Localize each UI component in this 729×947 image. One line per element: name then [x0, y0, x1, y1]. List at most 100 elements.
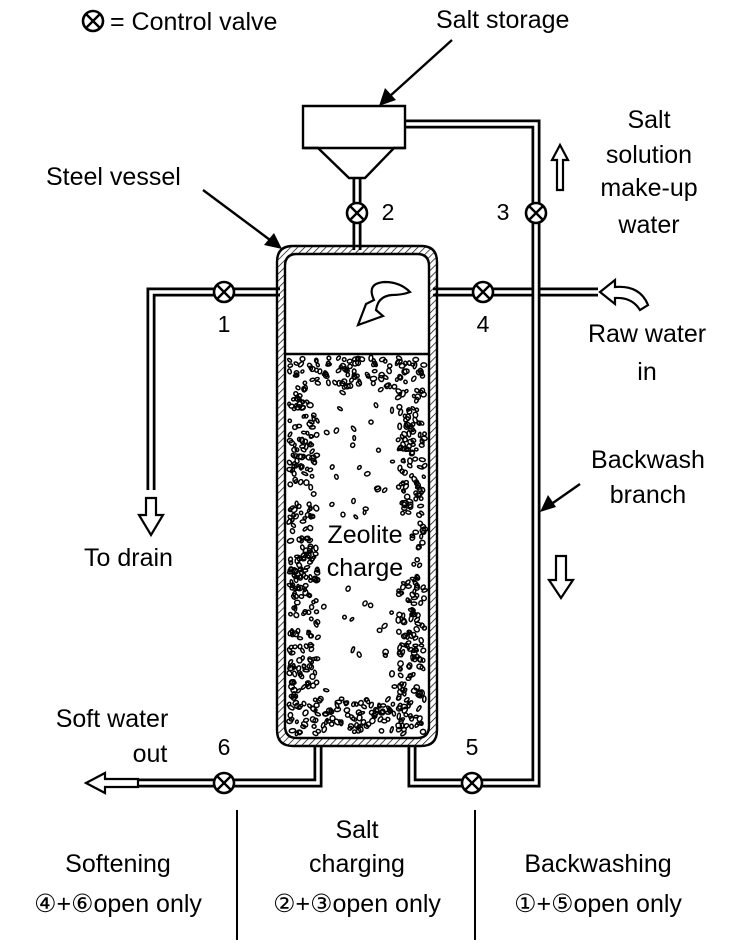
zeolite-pebble	[302, 380, 308, 386]
zeolite-pebble	[286, 647, 293, 655]
zeolite-pebble	[307, 593, 313, 599]
zeolite-pebble	[302, 587, 308, 593]
zeolite-pebble	[375, 447, 382, 453]
zeolite-pebble	[308, 616, 314, 622]
raw-water-label-1: Raw water	[588, 320, 706, 348]
zeolite-pebble	[314, 380, 322, 386]
zeolite-pebble	[364, 371, 371, 378]
zeolite-pebble	[303, 479, 310, 487]
zeolite-pebble	[414, 621, 422, 627]
zeolite-pebble	[314, 618, 321, 626]
valve-6-number: 6	[218, 734, 231, 760]
zeolite-pebble	[306, 629, 312, 634]
zeolite-pebble	[321, 725, 328, 734]
zeolite-pebble	[415, 545, 421, 551]
zeolite-pebble	[383, 382, 392, 388]
zeolite-pebble	[420, 435, 428, 442]
zeolite-pebble	[340, 511, 346, 518]
zeolite-pebble	[291, 670, 298, 678]
zeolite-pebble	[407, 700, 414, 706]
zeolite-pebble	[403, 712, 409, 718]
zeolite-pebble	[419, 689, 426, 697]
zeolite-pebble	[416, 486, 423, 493]
zeolite-pebble	[302, 717, 310, 723]
zeolite-pebble	[421, 625, 428, 631]
zeolite-pebble	[295, 688, 302, 694]
to-drain-label: To drain	[84, 544, 173, 572]
zeolite-pebble	[400, 618, 408, 626]
zeolite-pebble	[356, 464, 362, 471]
zeolite-pebble	[418, 637, 425, 644]
zeolite-pebble	[307, 419, 315, 425]
zeolite-pebble	[406, 407, 411, 412]
softening-detail: ④+⑥open only	[34, 890, 202, 918]
zeolite-pebble	[287, 481, 294, 488]
zeolite-pebble	[421, 695, 427, 703]
zeolite-pebble	[413, 479, 420, 486]
zeolite-pebble	[373, 485, 381, 491]
zeolite-pebble	[309, 473, 315, 479]
zeolite-pebble	[336, 406, 344, 412]
zeolite-pebble	[421, 462, 428, 469]
zeolite-pebble	[384, 696, 391, 703]
zeolite-pebble	[377, 374, 385, 383]
zeolite-pebble	[309, 673, 316, 681]
zeolite-pebble	[312, 551, 319, 557]
zeolite-pebble	[400, 648, 406, 657]
zeolite-pebble	[291, 662, 296, 670]
zeolite-pebble	[347, 723, 355, 730]
zeolite-pebble	[306, 421, 314, 428]
zeolite-pebble	[405, 584, 412, 589]
zeolite-pebble	[333, 718, 341, 726]
zeolite-pebble	[356, 714, 363, 722]
zeolite-pebble	[394, 377, 399, 383]
zeolite-pebble	[407, 713, 413, 719]
salt-solution-label-3: make-up	[600, 174, 697, 202]
zeolite-pebble	[401, 681, 407, 689]
zeolite-pebble	[293, 554, 301, 559]
zeolite-pebble	[391, 710, 397, 717]
zeolite-pebble	[307, 656, 313, 663]
zeolite-pebble	[312, 697, 318, 703]
zeolite-pebble	[288, 560, 294, 566]
zeolite-pebble	[296, 656, 303, 664]
zeolite-pebble	[306, 506, 313, 513]
zeolite-pebble	[407, 598, 412, 604]
zeolite-pebble	[306, 703, 313, 709]
zeolite-pebble	[401, 706, 409, 714]
zeolite-pebble	[329, 464, 335, 470]
zeolite-pebble	[348, 377, 355, 383]
soft-water-label-1: Soft water	[56, 705, 169, 733]
zeolite-pebble	[290, 582, 296, 588]
zeolite-pebble	[287, 704, 295, 711]
valve-2	[345, 201, 369, 225]
zeolite-pebble	[365, 721, 372, 728]
zeolite-pebble	[389, 459, 396, 464]
zeolite-pebble	[398, 362, 407, 369]
zeolite-pebble	[419, 539, 426, 546]
zeolite-pebble	[351, 497, 356, 505]
zeolite-pebble	[297, 478, 304, 486]
zeolite-pebble	[421, 526, 429, 532]
zeolite-pebble	[407, 672, 414, 678]
zeolite-pebble	[386, 367, 393, 375]
zeolite-pebble	[306, 362, 313, 369]
zeolite-pebble	[309, 448, 315, 455]
zeolite-pebble	[300, 369, 305, 374]
zeolite-pebble	[369, 375, 378, 382]
zeolite-pebble	[286, 670, 293, 677]
zeolite-pebble	[371, 357, 377, 365]
zeolite-pebble	[296, 503, 302, 510]
zeolite-pebble	[341, 356, 347, 363]
zeolite-pebble	[399, 642, 407, 648]
zeolite-pebble	[372, 710, 379, 717]
zeolite-pebble	[413, 626, 421, 633]
zeolite-pebble	[308, 633, 315, 639]
zeolite-pebble	[296, 670, 303, 676]
zeolite-pebble	[287, 507, 293, 513]
steel-vessel-label: Steel vessel	[46, 163, 181, 191]
zeolite-pebble	[419, 373, 426, 379]
zeolite-pebble	[293, 390, 299, 397]
zeolite-pebble	[299, 544, 305, 551]
zeolite-pebble	[406, 663, 412, 669]
